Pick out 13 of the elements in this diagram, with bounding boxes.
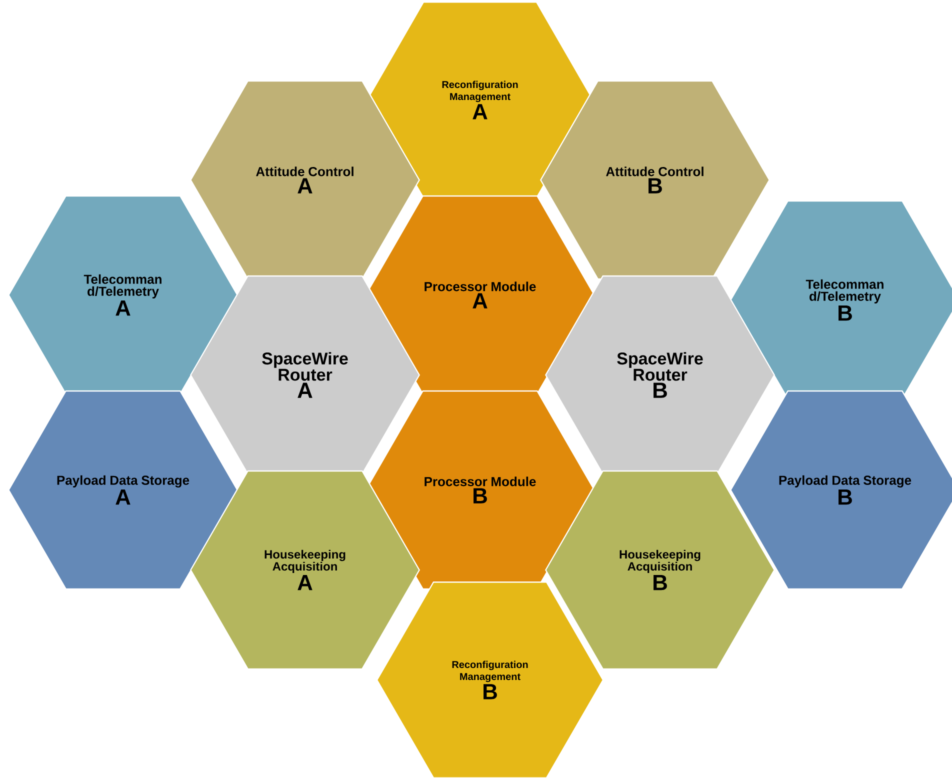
reconfiguration-hexagon: Reconfiguration Management A [366, 2, 594, 198]
storage-hexagon: Payload Data Storage B [730, 390, 952, 590]
processor-hexagon: Processor Module B [365, 390, 595, 590]
storage-hexagon: Payload Data Storage A [8, 390, 238, 590]
router-hexagon: SpaceWire Router A [190, 275, 420, 475]
telemetry-hexagon: Telecomman d/Telemetry A [8, 195, 238, 395]
housekeeping-hexagon: Housekeeping Acquisition A [190, 470, 420, 670]
attitude-control-hexagon: Attitude Control B [540, 80, 770, 280]
processor-hexagon: Processor Module A [365, 195, 595, 395]
reconfiguration-hexagon: Reconfiguration Management B [376, 582, 604, 778]
housekeeping-hexagon: Housekeeping Acquisition B [545, 470, 775, 670]
router-hexagon: SpaceWire Router B [545, 275, 775, 475]
attitude-control-hexagon: Attitude Control A [190, 80, 420, 280]
